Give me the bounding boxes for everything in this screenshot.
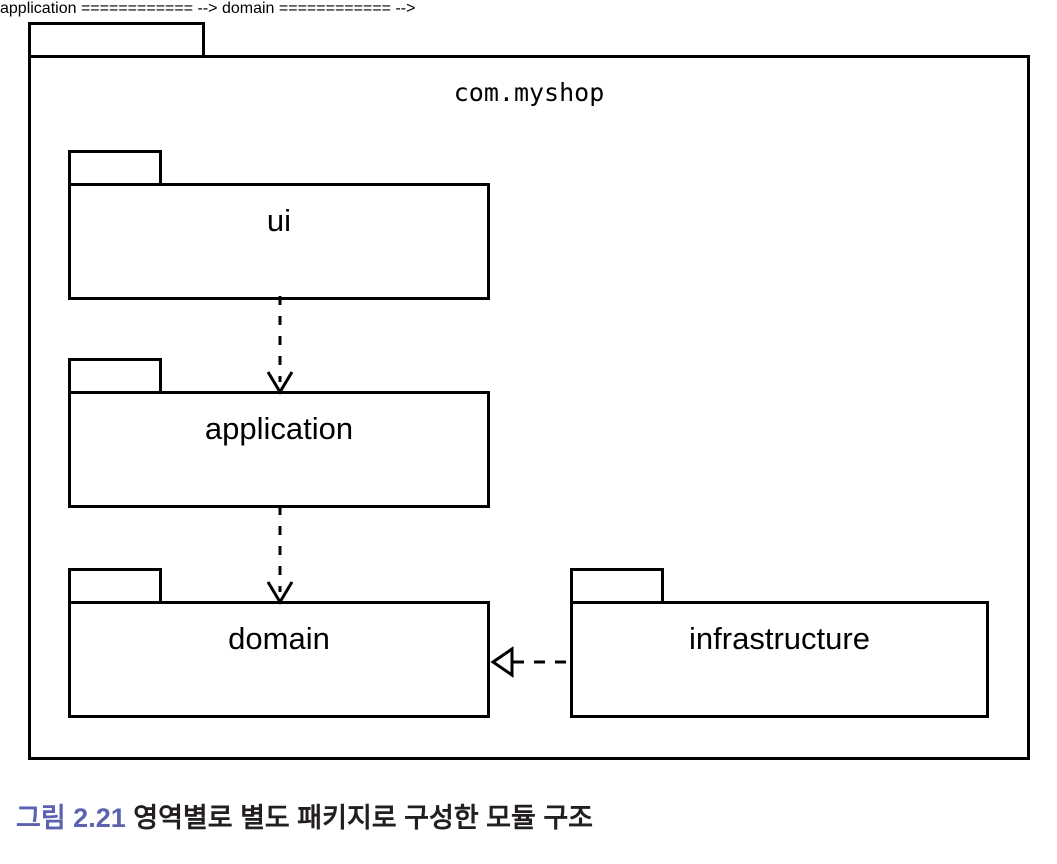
package-tab-domain — [68, 568, 162, 604]
package-infrastructure[interactable]: infrastructure — [570, 568, 989, 718]
dependency-arrow-ui-to-application — [266, 296, 294, 395]
package-label-com-myshop: com.myshop — [453, 78, 605, 107]
hollow-triangle-arrowhead-icon — [490, 646, 514, 678]
package-label-ui: ui — [266, 203, 292, 238]
open-arrowhead-icon — [266, 371, 294, 395]
package-body-ui — [68, 183, 490, 300]
figure-caption-text: 영역별로 별도 패키지로 구성한 모듈 구조 — [125, 803, 594, 833]
package-ui[interactable]: ui — [68, 150, 490, 300]
package-label-application: application — [204, 411, 354, 446]
package-tab-com-myshop — [28, 22, 205, 58]
package-tab-application — [68, 358, 162, 394]
package-body-domain — [68, 601, 490, 718]
figure-caption-number: 그림 2.21 — [16, 803, 126, 833]
package-tab-infrastructure — [570, 568, 664, 604]
realization-arrow-infrastructure-to-domain — [490, 646, 574, 678]
figure-caption: 그림 2.21 영역별로 별도 패키지로 구성한 모듈 구조 — [16, 802, 593, 836]
dependency-arrow-application-to-domain — [266, 506, 294, 605]
package-body-infrastructure — [570, 601, 989, 718]
open-arrowhead-icon — [266, 581, 294, 605]
package-body-application — [68, 391, 490, 508]
package-label-domain: domain — [228, 621, 330, 656]
package-domain[interactable]: domain — [68, 568, 490, 718]
package-application[interactable]: application — [68, 358, 490, 508]
package-label-infrastructure: infrastructure — [689, 621, 870, 656]
package-tab-ui — [68, 150, 162, 186]
